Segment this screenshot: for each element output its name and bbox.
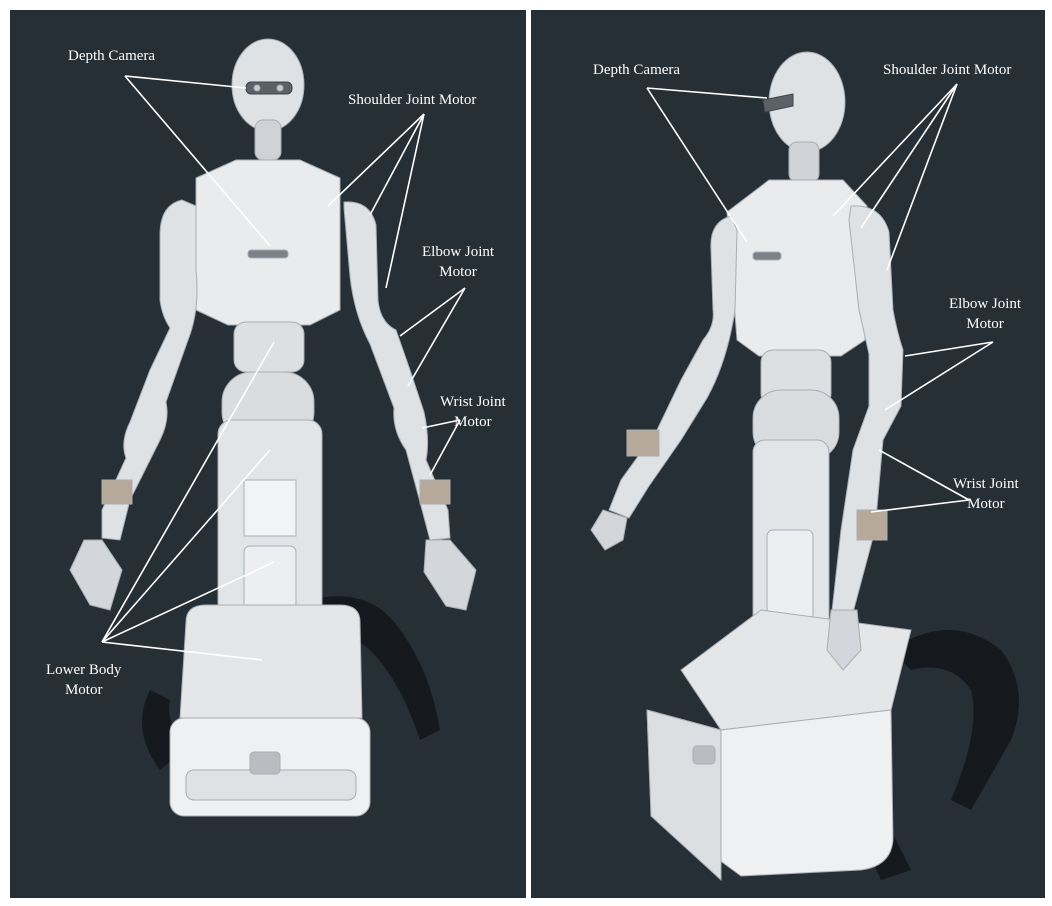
iso-wrist-joint-motor-label-line1: Wrist Joint [953,474,1019,494]
front-wrist-joint-motor-label-line1: Wrist Joint [440,392,506,412]
front-view-robot-render [10,10,526,898]
front-elbow-joint-motor-label-line2: Motor [422,262,494,282]
iso-elbow-joint-motor-label-line2: Motor [949,314,1021,334]
front-wrist-joint-motor-label: Wrist Joint Motor [440,392,506,432]
front-wrist-joint-motor-label-line2: Motor [440,412,506,432]
front-lower-body-motor-label-line1: Lower Body [46,660,121,680]
front-elbow-joint-motor-label: Elbow Joint Motor [422,242,494,282]
iso-elbow-joint-motor-label: Elbow Joint Motor [949,294,1021,334]
iso-depth-camera-label: Depth Camera [593,60,680,80]
iso-view-robot-render [531,10,1045,898]
front-lower-body-motor-label-line2: Motor [46,680,121,700]
front-shoulder-joint-motor-label: Shoulder Joint Motor [348,90,476,110]
iso-view-panel: Depth Camera Shoulder Joint Motor Elbow … [531,10,1045,898]
front-view-panel: Depth Camera Shoulder Joint Motor Elbow … [10,10,526,898]
front-elbow-joint-motor-label-line1: Elbow Joint [422,242,494,262]
front-lower-body-motor-label: Lower Body Motor [46,660,121,700]
iso-elbow-joint-motor-label-line1: Elbow Joint [949,294,1021,314]
robot-body [591,52,911,880]
iso-shoulder-joint-motor-label: Shoulder Joint Motor [883,60,1011,80]
front-depth-camera-label: Depth Camera [68,46,155,66]
iso-wrist-joint-motor-label-line2: Motor [953,494,1019,514]
iso-wrist-joint-motor-label: Wrist Joint Motor [953,474,1019,514]
